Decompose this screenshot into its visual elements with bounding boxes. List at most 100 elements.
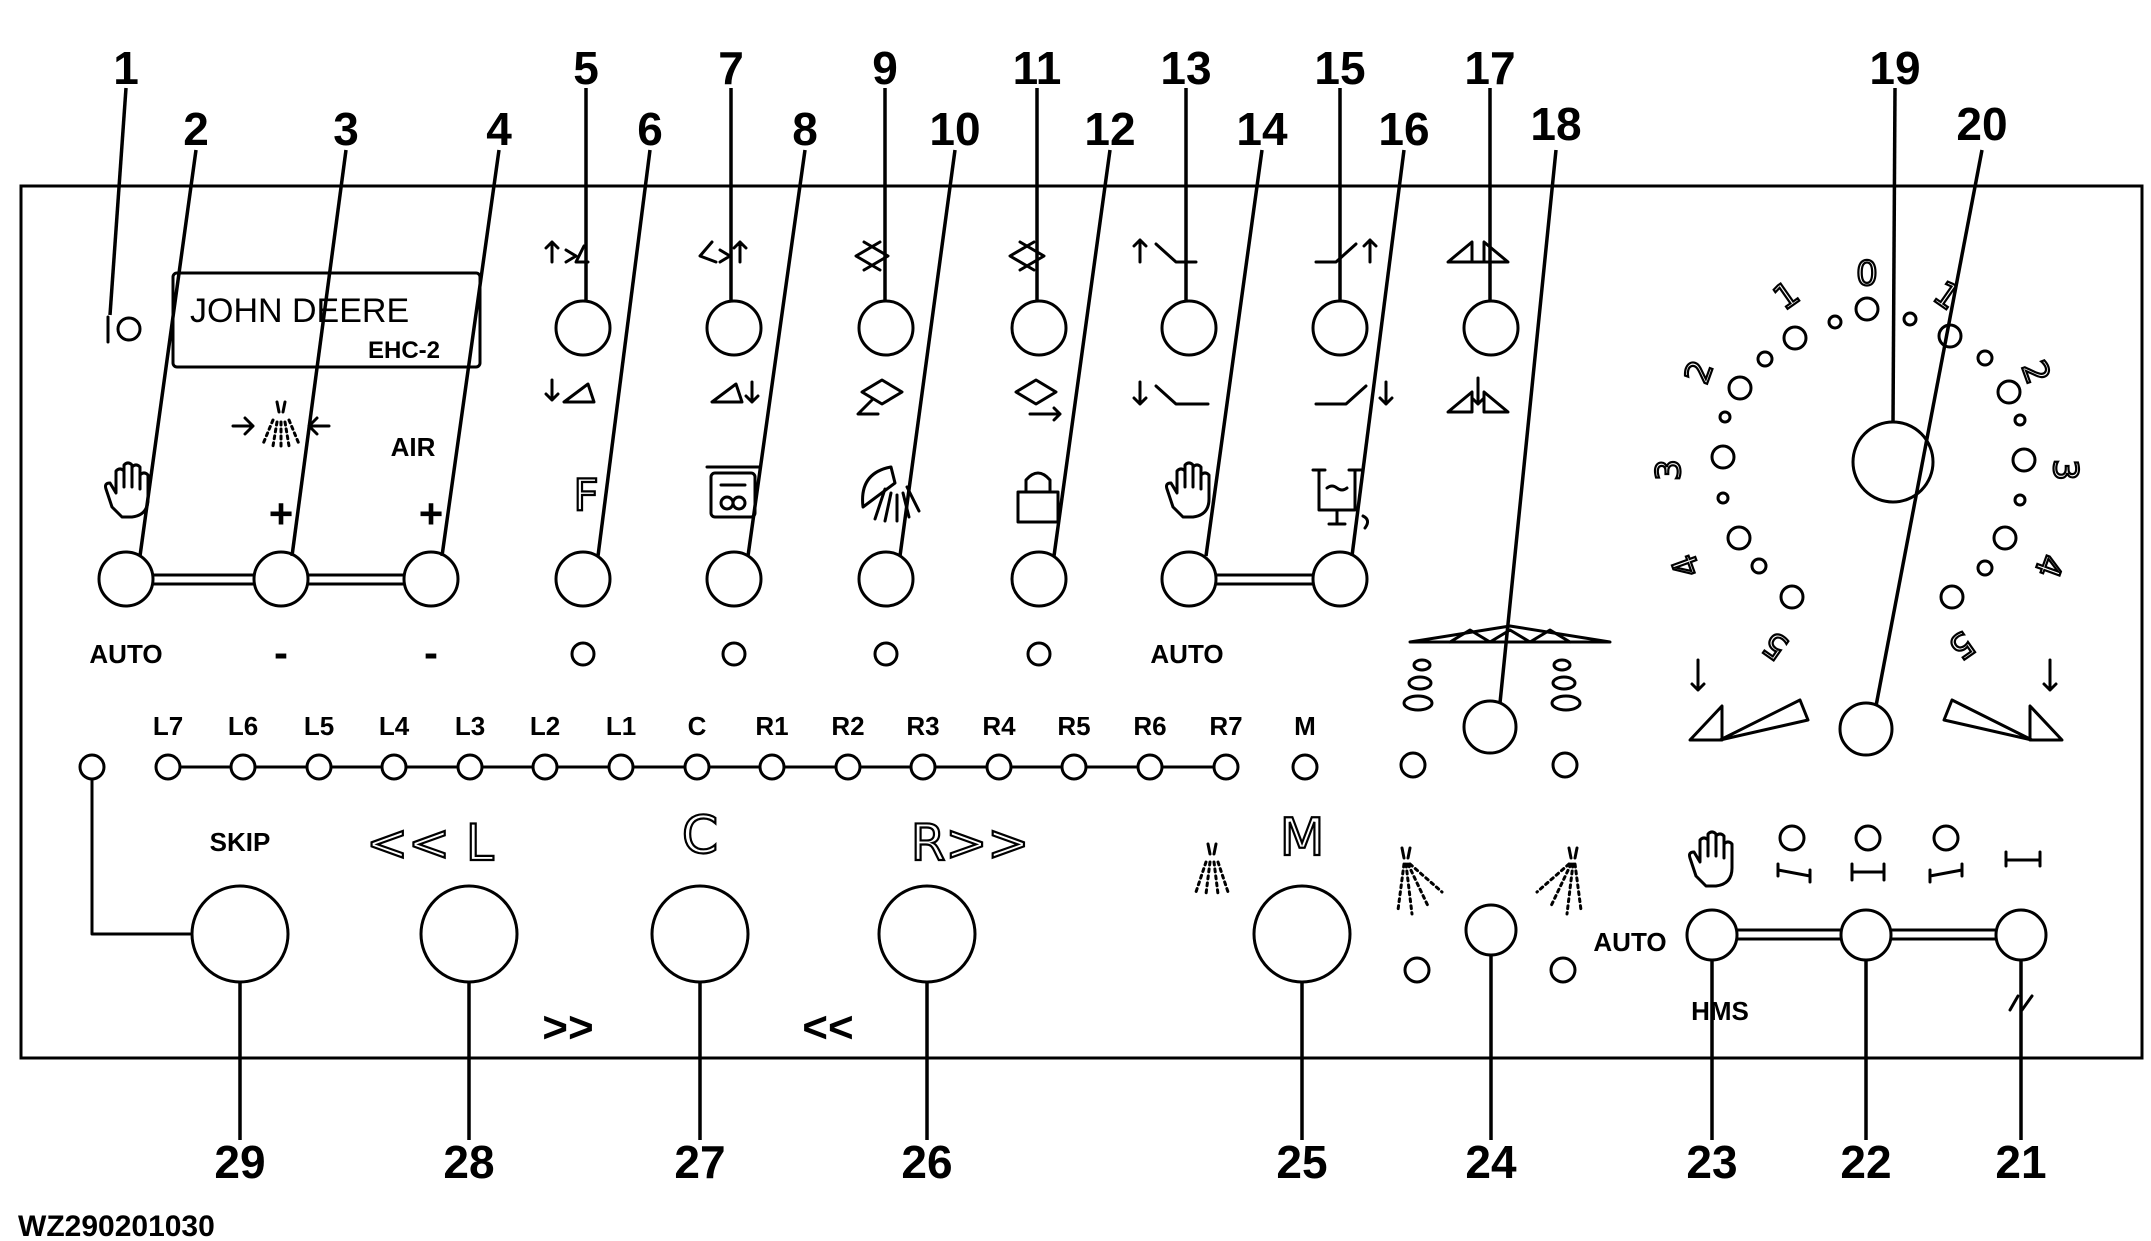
work-light-button[interactable]	[857, 550, 915, 608]
dial-left-4: 4	[1664, 549, 1709, 583]
panel-frame	[19, 184, 2144, 1060]
fold-left-button[interactable]	[554, 299, 612, 357]
section-led	[1212, 753, 1240, 781]
callout-16: 16	[1378, 103, 1429, 155]
nozzle-led-left	[1403, 956, 1431, 984]
callout-11: 11	[1013, 42, 1062, 94]
hms-auto-manual-button[interactable]	[1685, 908, 1739, 962]
callout-29: 29	[214, 1136, 265, 1188]
boom-height-control-button[interactable]	[1462, 699, 1518, 755]
callout-21: 21	[1995, 1136, 2046, 1188]
boom-height-led-left	[1399, 751, 1427, 779]
section-led	[985, 753, 1013, 781]
section-label-l1: L1	[606, 711, 636, 741]
dial-left-1: 1	[1766, 273, 1807, 318]
boom-height-button[interactable]	[1462, 299, 1520, 357]
section-led	[229, 753, 257, 781]
boom-lower-button[interactable]	[1838, 701, 1894, 757]
center-button[interactable]	[650, 884, 750, 984]
skip-label: SKIP	[210, 827, 271, 857]
brand-model: EHC-2	[368, 337, 440, 364]
minus-label-3: -	[274, 629, 288, 676]
auto-label-left: AUTO	[89, 639, 162, 669]
section-led	[683, 753, 711, 781]
dial-left-scale: 0 1 2 3 4 5	[1648, 253, 1879, 669]
lock-icon	[1016, 471, 1060, 524]
spray-converge-icon	[231, 400, 331, 450]
callout-3: 3	[333, 103, 359, 155]
tilt-right-icons	[1314, 238, 1394, 406]
shift-left-button[interactable]	[419, 884, 519, 984]
power-icon	[106, 315, 142, 344]
hms-tilt-button[interactable]	[1994, 908, 2048, 962]
center-label: C	[682, 806, 718, 866]
section-led	[456, 753, 484, 781]
callout-numbers: 1 2 3 4 5 6 7 8 9 10 11 12 13 14 15 16 1…	[113, 42, 2046, 1188]
hms-label: HMS	[1691, 996, 1749, 1026]
section-leds	[154, 753, 1319, 781]
auto-label-right: AUTO	[1593, 927, 1666, 957]
callout-14: 14	[1236, 103, 1288, 155]
brand-name: JOHN DEERE	[190, 292, 409, 330]
shift-right-button[interactable]	[877, 884, 977, 984]
skip-button[interactable]	[190, 884, 290, 984]
f-button[interactable]	[554, 550, 612, 608]
section-label-r7: R7	[1209, 711, 1242, 741]
lift-button[interactable]	[1010, 299, 1068, 357]
tilt-left-icons	[1132, 238, 1210, 406]
arrows-left-label: <<	[802, 1003, 853, 1052]
tilt-left-button[interactable]	[1160, 299, 1218, 357]
agitator-led	[721, 641, 747, 667]
callout-28: 28	[443, 1136, 494, 1188]
center-fold-button[interactable]	[857, 299, 915, 357]
boom-lower-left-icon	[1688, 658, 1810, 742]
master-label: M	[1280, 808, 1325, 868]
lift-icons	[1008, 240, 1062, 422]
air-button[interactable]	[402, 550, 460, 608]
section-led	[834, 753, 862, 781]
agitator-button[interactable]	[705, 550, 763, 608]
hms-led-2	[1854, 824, 1882, 852]
callout-13: 13	[1160, 42, 1211, 94]
section-label-l6: L6	[228, 711, 258, 741]
nozzle-icon-master	[1194, 842, 1230, 896]
section-label-r1: R1	[755, 711, 788, 741]
callout-17: 17	[1464, 42, 1515, 94]
fold-right-button[interactable]	[705, 299, 763, 357]
auto-manual-button[interactable]	[97, 550, 155, 608]
callout-27: 27	[674, 1136, 725, 1188]
section-led	[305, 753, 333, 781]
nozzle-right-icon	[1535, 846, 1583, 916]
hms-mode-button[interactable]	[1839, 908, 1893, 962]
pressure-rate-button[interactable]	[252, 550, 310, 608]
tank-fill-button[interactable]	[1311, 550, 1369, 608]
callout-19: 19	[1869, 42, 1920, 94]
section-label-r6: R6	[1133, 711, 1166, 741]
minus-label-4: -	[424, 629, 438, 676]
section-label-l5: L5	[304, 711, 334, 741]
callout-23: 23	[1686, 1136, 1737, 1188]
boom-auto-manual-button[interactable]	[1160, 550, 1218, 608]
f-led	[570, 641, 596, 667]
callout-20: 20	[1956, 98, 2007, 150]
callout-15: 15	[1314, 42, 1365, 94]
master-button[interactable]	[1252, 884, 1352, 984]
dial-right-4: 4	[2026, 549, 2071, 583]
lock-button[interactable]	[1010, 550, 1068, 608]
section-label-r5: R5	[1057, 711, 1090, 741]
nozzle-select-button[interactable]	[1464, 903, 1518, 957]
nozzle-led-right	[1549, 956, 1577, 984]
arrows-right-label: >>	[542, 1003, 593, 1052]
callout-7: 7	[718, 42, 744, 94]
callout-4: 4	[486, 103, 512, 155]
dial-left-5: 5	[1755, 622, 1796, 667]
section-label-l4: L4	[379, 711, 410, 741]
callout-1: 1	[113, 42, 139, 94]
master-led	[1291, 753, 1319, 781]
tilt-right-button[interactable]	[1311, 299, 1369, 357]
air-label: AIR	[391, 432, 436, 462]
work-light-icon	[861, 465, 921, 523]
leader-lines	[108, 87, 2023, 1140]
section-led	[380, 753, 408, 781]
